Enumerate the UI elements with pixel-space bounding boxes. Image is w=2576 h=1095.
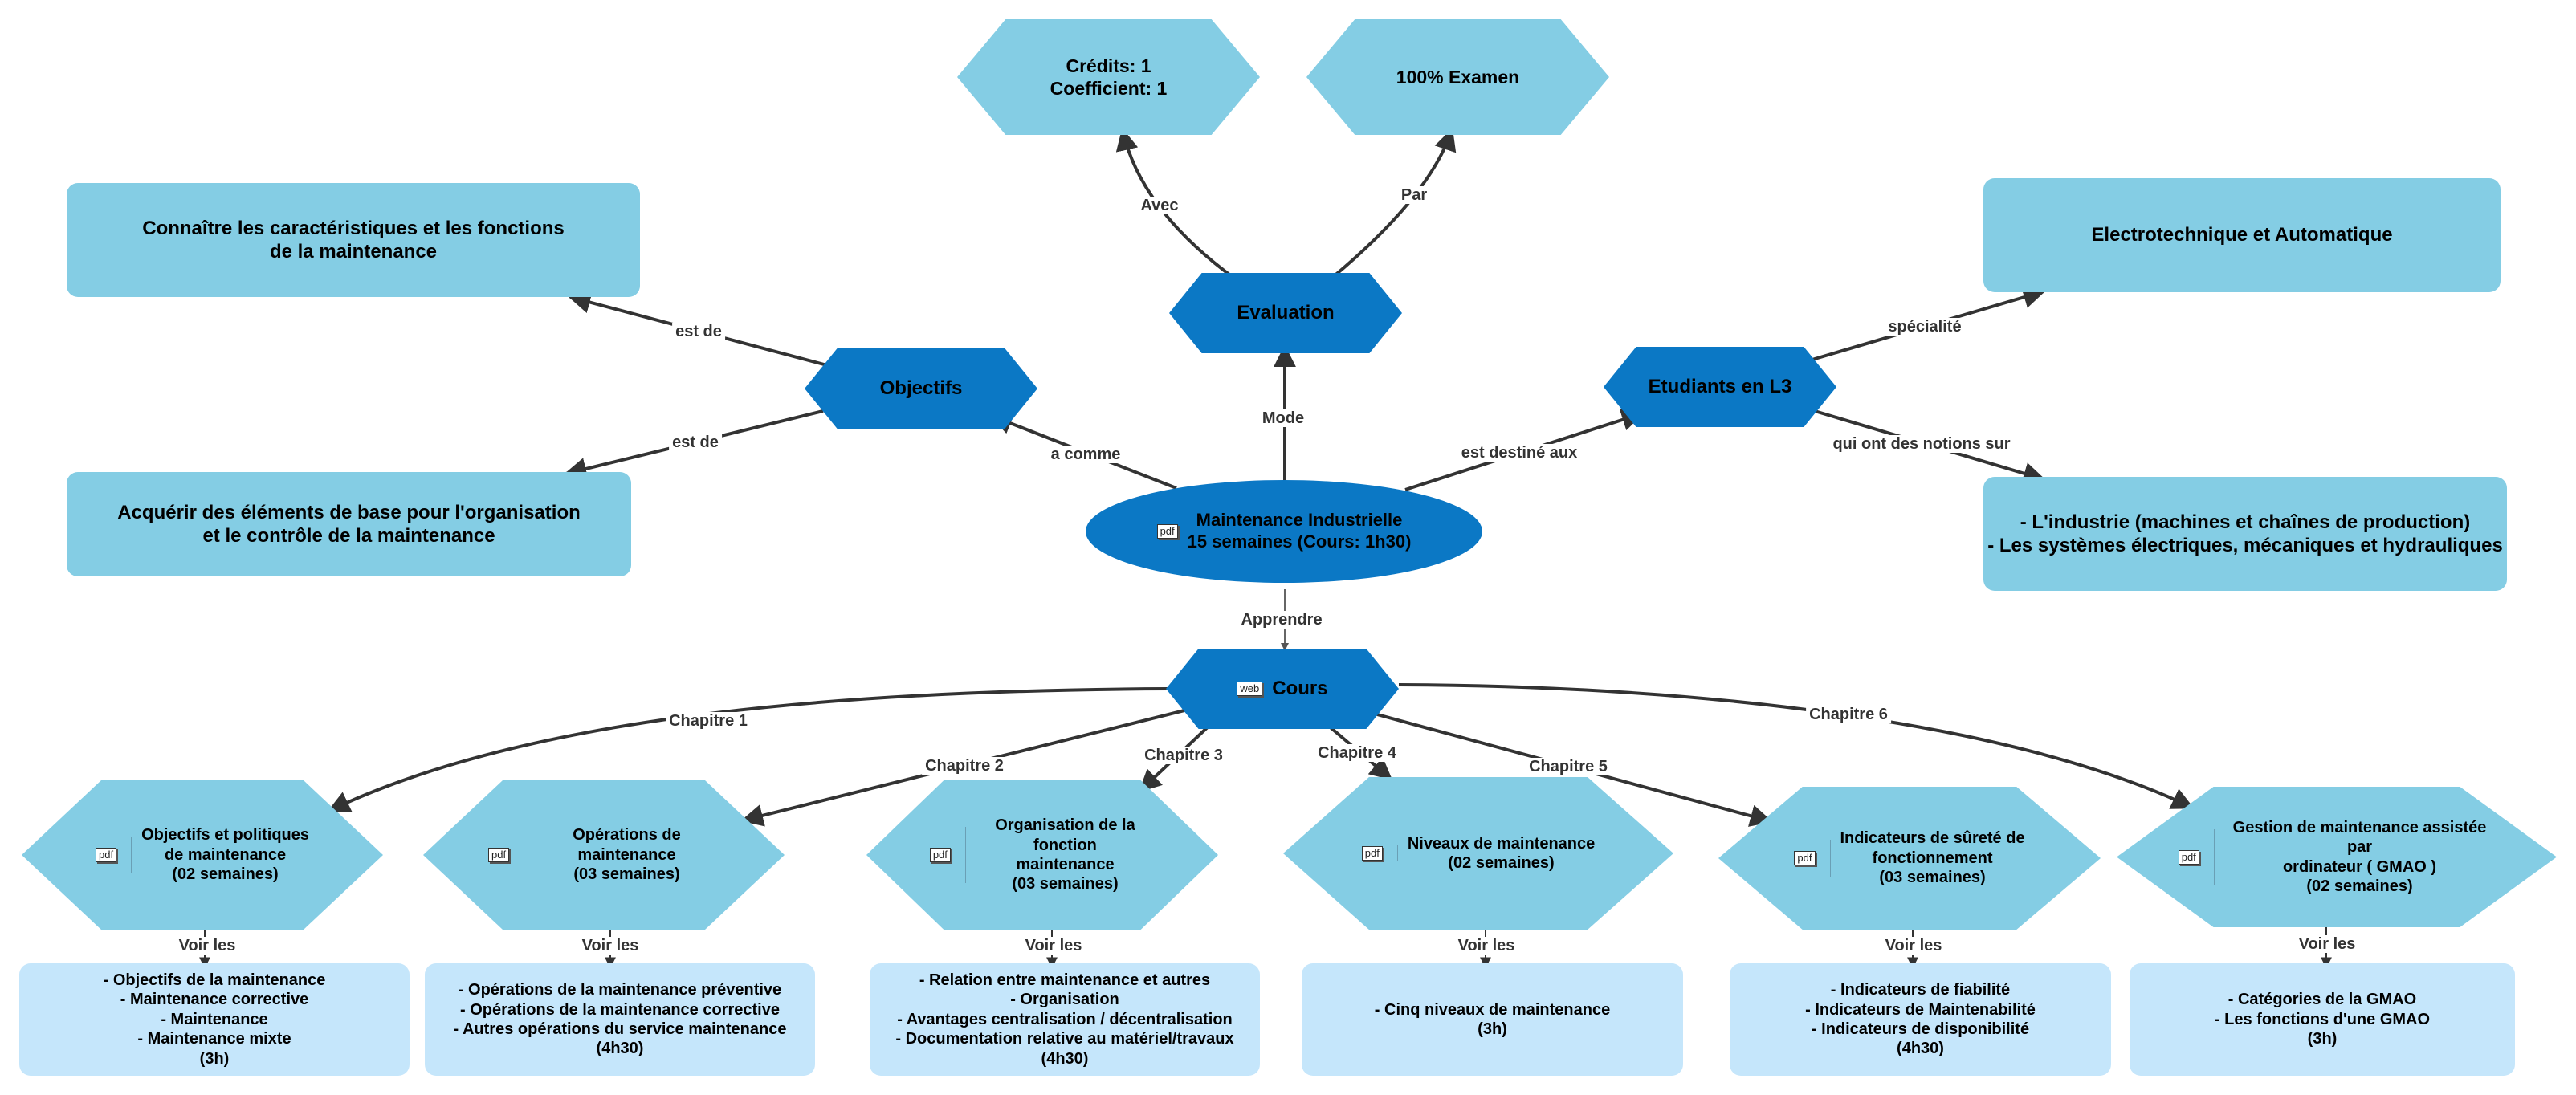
chapter-5-details: - Indicateurs de fiabilité - Indicateurs… (1730, 963, 2111, 1076)
edge-evaluation-exam (1331, 128, 1457, 279)
edge-label-specialite: spécialité (1885, 318, 1965, 336)
edge-label-est-de-2: est de (669, 434, 722, 451)
edge-label-chapitre-1: Chapitre 1 (666, 712, 751, 730)
chapter-5-details-text: - Indicateurs de fiabilité - Indicateurs… (1805, 981, 2036, 1058)
chapter-6-details-text: - Catégories de la GMAO - Les fonctions … (2214, 991, 2431, 1048)
pdf-icon[interactable]: pdf (1156, 524, 1178, 539)
objectifs-label: Objectifs (879, 377, 963, 400)
objectif-1-box: Connaître les caractéristiques et les fo… (67, 183, 640, 297)
etudiants-label: Etudiants en L3 (1648, 376, 1792, 398)
chapter-1-details: - Objectifs de la maintenance - Maintena… (19, 963, 410, 1076)
web-icon[interactable]: web (1237, 682, 1263, 696)
evaluation-label: Evaluation (1237, 302, 1335, 324)
chapter-6-details: - Catégories de la GMAO - Les fonctions … (2130, 963, 2515, 1076)
pdf-icon[interactable]: pdf (488, 847, 510, 862)
specialite-box: Electrotechnique et Automatique (1983, 178, 2501, 292)
edge-label-chapitre-5: Chapitre 5 (1526, 758, 1611, 775)
chapter-5-node[interactable]: pdf Indicateurs de sûreté de fonctionneme… (1718, 787, 2101, 930)
edge-label-apprendre: Apprendre (1237, 611, 1326, 629)
edge-label-voir-les-1: Voir les (175, 937, 239, 955)
objectif-2-box: Acquérir des éléments de base pour l'org… (67, 472, 631, 576)
chapter-3-details-text: - Relation entre maintenance et autres -… (895, 971, 1234, 1068)
exam-text: 100% Examen (1396, 66, 1520, 88)
pdf-icon[interactable]: pdf (1361, 846, 1383, 861)
edge-label-chapitre-3: Chapitre 3 (1141, 747, 1226, 764)
chapter-6-node[interactable]: pdf Gestion de maintenance assistée par o… (2117, 787, 2557, 927)
chapter-2-details-text: - Opérations de la maintenance préventiv… (453, 981, 787, 1058)
edge-label-mode: Mode (1258, 409, 1308, 427)
pdf-icon[interactable]: pdf (1794, 850, 1816, 865)
objectif-1-text: Connaître les caractéristiques et les fo… (142, 217, 565, 263)
credits-box: Crédits: 1 Coefficient: 1 (957, 19, 1260, 135)
pdf-icon[interactable]: pdf (2178, 849, 2199, 865)
edge-label-est-destine-aux: est destiné aux (1457, 444, 1581, 462)
chapter-1-details-text: - Objectifs de la maintenance - Maintena… (103, 971, 326, 1068)
etudiants-node[interactable]: Etudiants en L3 (1604, 347, 1836, 427)
specialite-text: Electrotechnique et Automatique (2091, 224, 2393, 246)
notions-text: - L'industrie (machines et chaînes de pr… (1987, 511, 2503, 556)
chapter-1-title: Objectifs et politiques de maintenance (… (141, 826, 309, 884)
edge-label-chapitre-2: Chapitre 2 (922, 757, 1007, 775)
chapter-4-details-text: - Cinq niveaux de maintenance (3h) (1374, 1000, 1611, 1038)
edge-label-est-de-1: est de (672, 323, 725, 340)
edge-label-qui-ont: qui ont des notions sur (1829, 435, 2014, 453)
chapter-3-node[interactable]: pdf Organisation de la fonction maintenan… (866, 780, 1218, 930)
edge-label-voir-les-4: Voir les (1454, 937, 1518, 955)
chapter-4-node[interactable]: pdf Niveaux de maintenance (02 semaines) (1283, 777, 1673, 930)
notions-box: - L'industrie (machines et chaînes de pr… (1983, 477, 2507, 591)
chapter-2-details: - Opérations de la maintenance préventiv… (425, 963, 815, 1076)
pdf-icon[interactable]: pdf (929, 848, 951, 862)
center-title: Maintenance Industrielle 15 semaines (Co… (1187, 510, 1412, 552)
cours-node[interactable]: web Cours (1166, 649, 1399, 729)
chapter-4-title: Niveaux de maintenance (02 semaines) (1407, 834, 1596, 872)
objectifs-node[interactable]: Objectifs (805, 348, 1037, 429)
chapter-5-title: Indicateurs de sûreté de fonctionnement … (1840, 829, 2025, 887)
pdf-icon[interactable]: pdf (96, 847, 117, 862)
edge-label-avec: Avec (1137, 197, 1182, 214)
chapter-4-details: - Cinq niveaux de maintenance (3h) (1302, 963, 1683, 1076)
edge-label-voir-les-5: Voir les (1881, 937, 1946, 955)
exam-box: 100% Examen (1306, 19, 1609, 135)
edge-label-voir-les-2: Voir les (578, 937, 642, 955)
edge-label-par: Par (1397, 186, 1431, 204)
edge-label-voir-les-3: Voir les (1021, 937, 1086, 955)
credits-text: Crédits: 1 Coefficient: 1 (1050, 55, 1168, 99)
edge-label-voir-les-6: Voir les (2295, 935, 2359, 953)
edge-label-chapitre-6: Chapitre 6 (1806, 706, 1891, 723)
cours-label: Cours (1272, 678, 1328, 700)
chapter-2-title: Opérations de maintenance (03 semaines) (573, 826, 681, 884)
edge-label-chapitre-4: Chapitre 4 (1314, 744, 1400, 762)
center-node[interactable]: pdf Maintenance Industrielle 15 semaines… (1086, 480, 1482, 583)
objectif-2-text: Acquérir des éléments de base pour l'org… (117, 501, 581, 547)
evaluation-node[interactable]: Evaluation (1169, 273, 1402, 353)
chapter-6-title: Gestion de maintenance assistée par ordi… (2232, 818, 2487, 895)
edge-label-a-comme: a comme (1047, 446, 1124, 463)
chapter-1-node[interactable]: pdf Objectifs et politiques de maintenanc… (22, 780, 383, 930)
chapter-3-details: - Relation entre maintenance et autres -… (870, 963, 1260, 1076)
chapter-2-node[interactable]: pdf Opérations de maintenance (03 semaine… (423, 780, 785, 930)
chapter-3-title: Organisation de la fonction maintenance … (995, 816, 1135, 894)
